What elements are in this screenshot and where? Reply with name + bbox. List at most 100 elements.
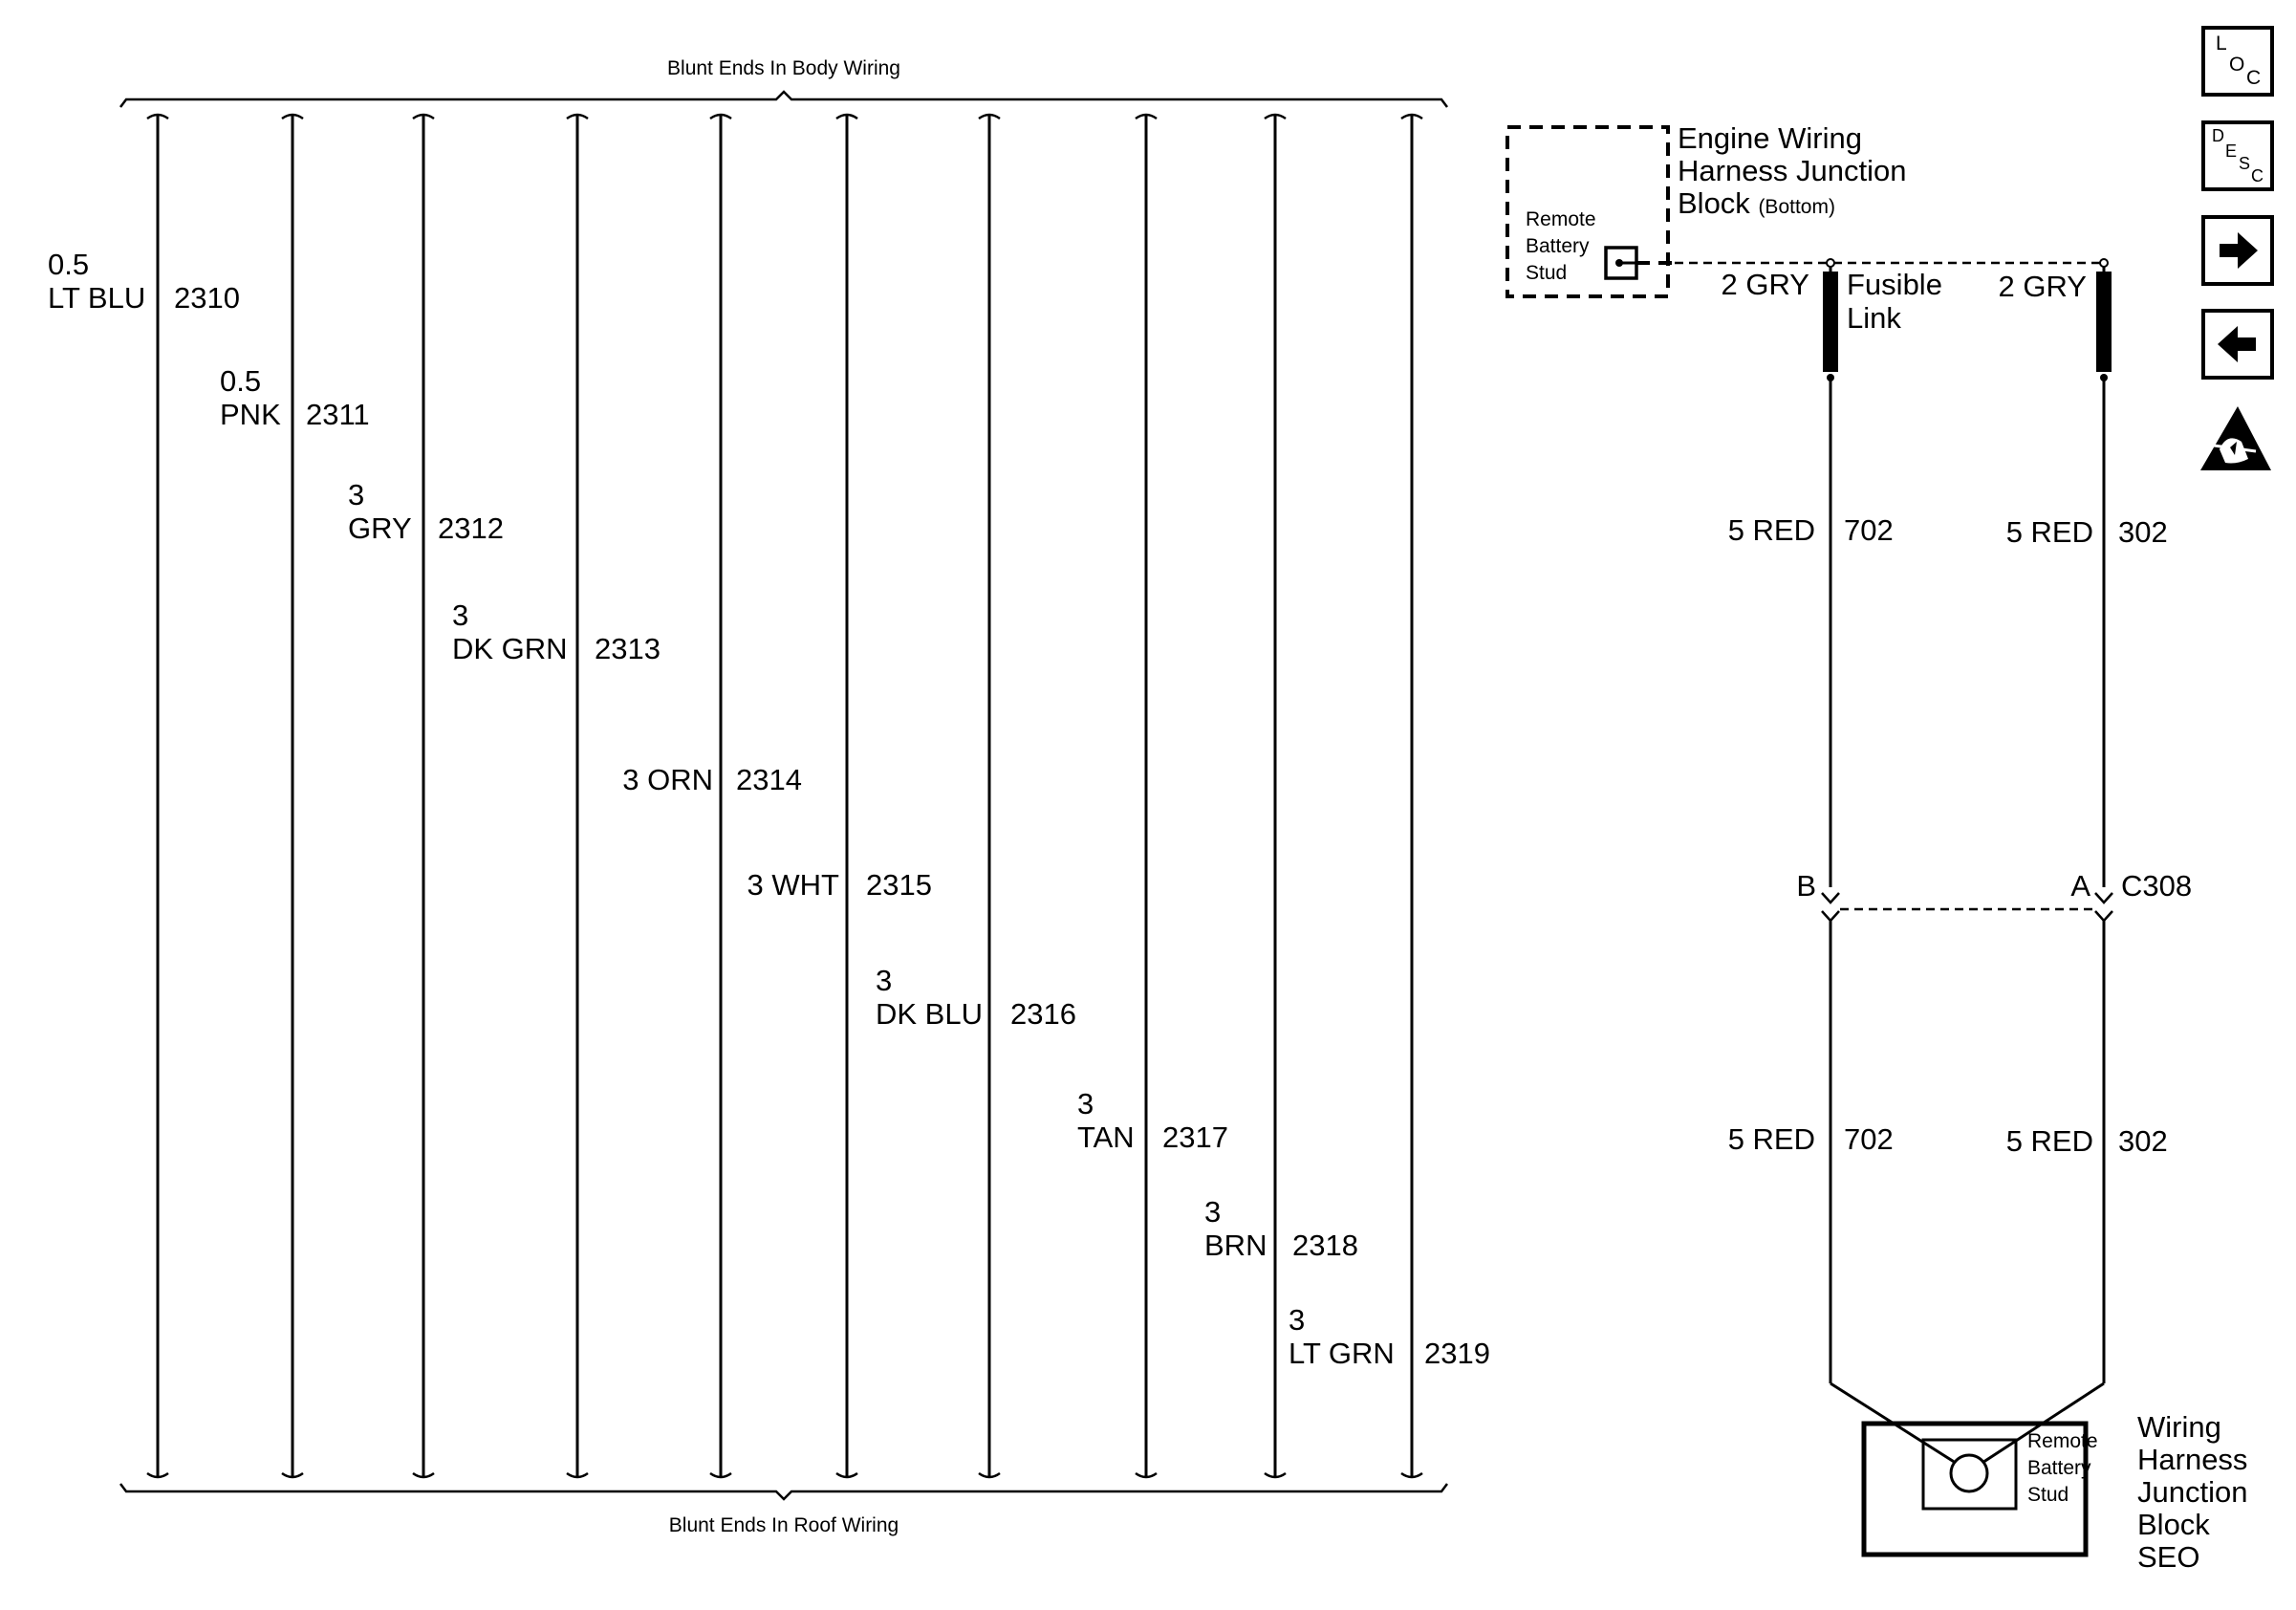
wire-color-label: DK BLU bbox=[876, 997, 983, 1031]
wire-circuit-label: 2310 bbox=[174, 281, 240, 315]
wire-circuit-label: 2316 bbox=[1010, 997, 1076, 1031]
wire-2312-bottom-end bbox=[412, 1471, 435, 1479]
upper-stud-label-line2: Battery bbox=[1526, 235, 1590, 257]
wire-size-label: 0.5 bbox=[48, 248, 89, 281]
wire-2311-top-end bbox=[281, 113, 304, 120]
battery-feed-section: Remote Battery Stud Engine Wiring Harnes… bbox=[1505, 121, 2247, 1574]
upper-stud-label-line3: Stud bbox=[1526, 262, 1567, 284]
lower-stud-terminal bbox=[1949, 1453, 1989, 1493]
loc-letter-o: O bbox=[2229, 54, 2244, 76]
wire-circuit-label: 2314 bbox=[736, 763, 802, 796]
connector-c308-pin-a-male bbox=[2094, 892, 2113, 904]
bottom-bracket bbox=[119, 1483, 1448, 1501]
connector-c308-pin-a: A bbox=[2070, 869, 2090, 903]
wire-color-label: ORN bbox=[647, 763, 713, 796]
fusible-link-name-line2: Link bbox=[1847, 301, 1901, 335]
wire-2319-bottom-end bbox=[1400, 1471, 1423, 1479]
wire-circuit-label: 2311 bbox=[306, 398, 370, 431]
loc-button[interactable]: L O C bbox=[2201, 26, 2274, 97]
engine-junction-block-title-block: Block bbox=[1678, 186, 1750, 220]
wiring-harness-junction-block-title-line1: Wiring bbox=[2137, 1410, 2221, 1444]
wire-302-to-stud bbox=[1968, 1382, 2105, 1473]
wire-702-to-stud bbox=[1830, 1382, 1970, 1473]
wire-2310-top-end bbox=[146, 113, 169, 120]
wire-2318-top-end bbox=[1264, 113, 1287, 120]
wire-302-lower-label: 5 RED bbox=[2006, 1124, 2093, 1158]
wire-size-color-label: 3 WHT bbox=[747, 868, 840, 902]
wire-size-label: 0.5 bbox=[220, 364, 261, 398]
next-page-button[interactable] bbox=[2201, 215, 2274, 286]
wire-color-label: LT BLU bbox=[48, 281, 145, 315]
engine-junction-block-outline bbox=[1505, 125, 1670, 298]
wire-2312-top-end bbox=[412, 113, 435, 120]
loc-letter-l: L bbox=[2216, 33, 2227, 54]
engine-junction-block-title-line3: Block (Bottom) bbox=[1678, 186, 1835, 220]
connector-c308-pin-b: B bbox=[1796, 869, 1816, 903]
wire-702-lower-circuit: 702 bbox=[1844, 1122, 1894, 1156]
connector-c308-pin-b-male bbox=[1821, 892, 1840, 904]
wire-702-upper-circuit: 702 bbox=[1844, 513, 1894, 547]
wire-size-label: 3 bbox=[452, 598, 468, 632]
wire-2313-bottom-end bbox=[566, 1471, 589, 1479]
bottom-bracket-label: Blunt Ends In Roof Wiring bbox=[669, 1514, 899, 1536]
top-bracket bbox=[119, 90, 1448, 108]
arrow-left-icon bbox=[2218, 326, 2256, 362]
wire-size-label: 3 bbox=[1289, 1303, 1305, 1337]
wire-color-label: DK GRN bbox=[452, 632, 568, 665]
esd-warning-icon[interactable] bbox=[2200, 406, 2271, 470]
desc-letter-s: S bbox=[2239, 154, 2250, 173]
right-fusible-link-wire-label: 2 GRY bbox=[1999, 270, 2087, 303]
wire-size-label: 3 bbox=[1204, 1195, 1221, 1229]
wire-size-label: 3 bbox=[876, 964, 892, 997]
connector-c308-pin-b-female bbox=[1821, 910, 1840, 923]
wire-circuit-label: 2313 bbox=[595, 632, 661, 665]
connector-c308-name: C308 bbox=[2121, 869, 2192, 903]
left-fusible-link-wire-label: 2 GRY bbox=[1722, 268, 1809, 301]
wire-2315-bottom-end bbox=[835, 1471, 858, 1479]
fusible-link-name-line1: Fusible bbox=[1847, 268, 1942, 301]
lower-stud-label-line3: Stud bbox=[2027, 1484, 2069, 1506]
arrow-right-icon bbox=[2220, 232, 2258, 269]
wire-size-color-label: 3 ORN bbox=[622, 763, 713, 796]
engine-junction-block-title-line2: Harness Junction bbox=[1678, 154, 1907, 187]
wire-2318-bottom-end bbox=[1264, 1471, 1287, 1479]
wire-2314-top-end bbox=[709, 113, 732, 120]
wire-702-lower-label: 5 RED bbox=[1728, 1122, 1815, 1156]
wire-color-label: TAN bbox=[1077, 1120, 1135, 1154]
wire-size-label: 3 bbox=[1077, 1087, 1094, 1120]
lower-stud-label-line2: Battery bbox=[2027, 1457, 2091, 1479]
wire-2310-bottom-end bbox=[146, 1471, 169, 1479]
desc-letter-e: E bbox=[2225, 141, 2237, 161]
left-fusible-link-top-node bbox=[1826, 258, 1835, 268]
wire-circuit-label: 2317 bbox=[1162, 1120, 1228, 1154]
right-fusible-link-top-node bbox=[2099, 258, 2109, 268]
desc-button[interactable]: D E S C bbox=[2201, 120, 2274, 191]
wiring-harness-junction-block-title-line2: Harness bbox=[2137, 1443, 2247, 1476]
wire-2311-bottom-end bbox=[281, 1471, 304, 1479]
wire-302-upper-circuit: 302 bbox=[2118, 515, 2168, 549]
wiring-harness-junction-block-title-line5: SEO bbox=[2137, 1540, 2199, 1574]
engine-junction-block-title-suffix: (Bottom) bbox=[1758, 196, 1835, 218]
wiring-harness-junction-block-title-line4: Block bbox=[2137, 1508, 2210, 1541]
wiring-harness-junction-block-outline bbox=[1861, 1421, 2089, 1557]
wire-color-label: LT GRN bbox=[1289, 1337, 1395, 1370]
wire-circuit-label: 2315 bbox=[866, 868, 932, 902]
wire-circuit-label: 2318 bbox=[1292, 1229, 1358, 1262]
wire-lines bbox=[146, 113, 1423, 1479]
engine-junction-block-title-line1: Engine Wiring bbox=[1678, 121, 1862, 155]
right-fusible-link bbox=[2096, 272, 2112, 372]
wire-2317-top-end bbox=[1135, 113, 1158, 120]
previous-page-button[interactable] bbox=[2201, 309, 2274, 380]
wire-color-label: PNK bbox=[220, 398, 281, 431]
wire-2313-top-end bbox=[566, 113, 589, 120]
wire-color-label: WHT bbox=[771, 868, 839, 902]
wire-size-label: 3 bbox=[622, 763, 639, 796]
wire-2316-bottom-end bbox=[978, 1471, 1001, 1479]
upper-stud-label-line1: Remote bbox=[1526, 208, 1596, 230]
wire-702-upper-label: 5 RED bbox=[1728, 513, 1815, 547]
wire-color-label: BRN bbox=[1204, 1229, 1267, 1262]
wire-size-label: 3 bbox=[747, 868, 764, 902]
loc-letter-c: C bbox=[2246, 67, 2261, 89]
desc-letter-d: D bbox=[2212, 126, 2224, 145]
